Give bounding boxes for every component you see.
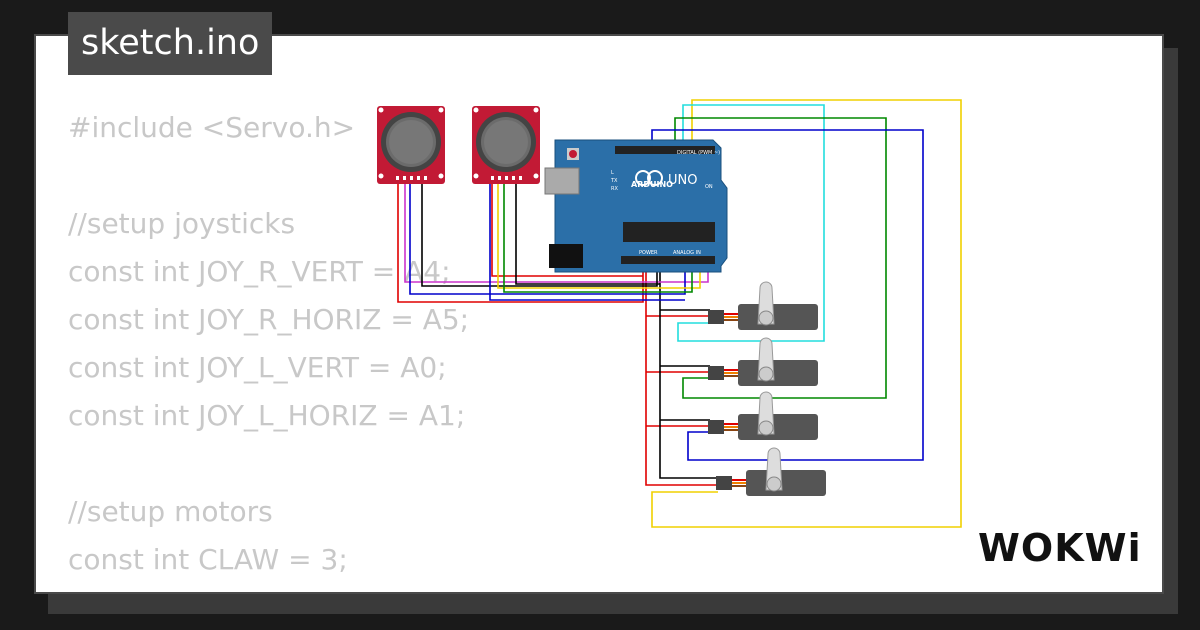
wire-yellow bbox=[651, 99, 962, 528]
code-line: const int JOY_R_VERT = A4; bbox=[68, 255, 451, 288]
wire-yellow-joy bbox=[497, 180, 701, 289]
code-line: //setup joysticks bbox=[68, 207, 296, 240]
on-label: ON bbox=[705, 184, 713, 190]
servo-1 bbox=[708, 281, 818, 330]
power-label: POWER bbox=[639, 250, 658, 256]
digital-label: DIGITAL (PWM ~) bbox=[677, 150, 720, 156]
wire-cyan bbox=[677, 104, 825, 342]
rx-label: RX bbox=[611, 186, 618, 192]
filename-tab[interactable]: sketch.ino bbox=[68, 12, 273, 75]
wire-green-joy bbox=[503, 180, 693, 293]
code-line: #include <Servo.h> bbox=[68, 111, 356, 144]
code-line: const int JOY_R_HORIZ = A5; bbox=[68, 303, 470, 336]
servo-3 bbox=[708, 391, 818, 440]
wire-black-joy2 bbox=[515, 180, 660, 285]
wire-magenta-joy bbox=[404, 180, 709, 283]
code-line: //setup motors bbox=[68, 495, 273, 528]
analog-label: ANALOG IN bbox=[673, 250, 701, 256]
arduino-model: UNO bbox=[668, 173, 697, 188]
code-line: const int CLAW = 3; bbox=[68, 543, 348, 576]
wire-black-joy bbox=[421, 180, 658, 287]
code-line: const int SHOULDER = 9; bbox=[68, 584, 469, 594]
joystick-left bbox=[377, 106, 445, 184]
wire-green bbox=[674, 117, 887, 399]
wire-blue-joy2 bbox=[409, 180, 686, 295]
wires bbox=[397, 99, 962, 528]
wokwi-logo[interactable]: WOKWi bbox=[978, 526, 1142, 570]
servo-2 bbox=[708, 337, 818, 386]
preview-card bbox=[34, 34, 1164, 594]
servo-4 bbox=[716, 447, 826, 496]
wire-blue-joy bbox=[489, 180, 685, 301]
l-label: L bbox=[611, 170, 614, 176]
joystick-right bbox=[472, 106, 540, 184]
tx-label: TX bbox=[610, 178, 618, 184]
code-line: const int JOY_L_VERT = A0; bbox=[68, 351, 447, 384]
wire-red-servo bbox=[645, 270, 718, 486]
wire-blue bbox=[651, 129, 924, 461]
arduino-uno: DIGITAL (PWM ~) ARDUINO UNO ON TX RX L P… bbox=[544, 139, 728, 273]
code-viewport: #include <Servo.h> //setup joysticks const… bbox=[34, 34, 1164, 594]
wire-black-servo bbox=[659, 270, 718, 479]
code-block: #include <Servo.h> //setup joysticks const… bbox=[68, 104, 469, 594]
code-line: const int JOY_L_HORIZ = A1; bbox=[68, 399, 466, 432]
wire-red-joy2 bbox=[491, 180, 643, 277]
